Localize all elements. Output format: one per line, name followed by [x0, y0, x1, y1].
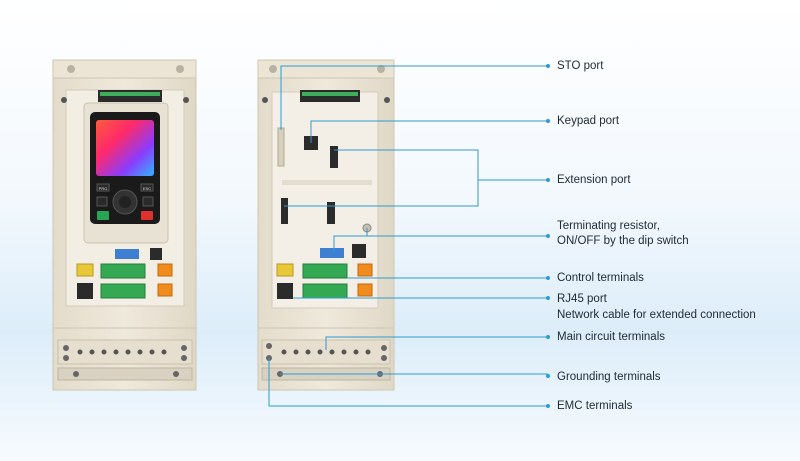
- sto-port: [277, 127, 285, 167]
- orange-terminal: [157, 263, 173, 277]
- screw-icon: [63, 355, 69, 361]
- screw-icon: [63, 345, 69, 351]
- screw-icon: [384, 97, 390, 103]
- callout-dot-ground: [546, 374, 550, 378]
- callout-label-rj45-line2: Network cable for extended connection: [557, 309, 756, 321]
- keypad-prg-button: [96, 183, 110, 192]
- screw-icon: [262, 97, 268, 103]
- keypad-screen: [96, 120, 154, 176]
- keypad-dial-center-icon: [119, 196, 131, 208]
- callout-dot-rj45: [546, 296, 550, 300]
- keypad-right-button: [142, 196, 154, 207]
- callout-dot-keypad: [546, 119, 550, 123]
- callout-label-extension: Extension port: [557, 174, 631, 186]
- callout-line-emc: [268, 358, 548, 407]
- dip-switch: [320, 248, 344, 258]
- callout-label-main: Main circuit terminals: [557, 331, 665, 343]
- screw-icon: [381, 355, 387, 361]
- resistor-block: [352, 244, 366, 258]
- screw-icon: [61, 97, 67, 103]
- emc-screw-icon: [266, 343, 272, 349]
- callout-label-ground: Grounding terminals: [557, 371, 661, 383]
- screw-icon: [183, 97, 189, 103]
- resistor-block: [150, 248, 162, 260]
- ground-screw-icon: [73, 371, 79, 377]
- control-terminal-block: [100, 263, 146, 279]
- extension-port-left: [281, 198, 288, 224]
- callout-label-keypad: Keypad port: [557, 115, 620, 127]
- mount-hole-icon: [269, 65, 277, 73]
- orange-terminal: [157, 283, 173, 297]
- callout-lines: [268, 64, 550, 408]
- callout-label-resistor: Terminating resistor,: [557, 220, 660, 232]
- callout-line-keypad: [310, 120, 548, 143]
- board-connector-pins: [100, 92, 160, 96]
- board-connector-pins: [302, 92, 358, 96]
- callout-dot-extension: [546, 178, 550, 182]
- callout-line-sto: [280, 65, 548, 130]
- callout-line-extension-bottom: [284, 180, 479, 207]
- screw-icon: [181, 355, 187, 361]
- callout-line-extension-top: [334, 149, 479, 180]
- callout-label-rj45: RJ45 port: [557, 293, 607, 305]
- rj45-port: [77, 283, 93, 299]
- rj45-port: [277, 283, 293, 299]
- mount-hole-icon: [176, 65, 184, 73]
- callout-dot-sto: [546, 64, 550, 68]
- callout-label-emc: EMC terminals: [557, 400, 633, 412]
- keypad-esc-button: [140, 183, 154, 192]
- control-terminal-block: [302, 263, 348, 279]
- callout-label-control: Control terminals: [557, 272, 644, 284]
- control-terminal-block: [302, 283, 348, 299]
- mount-hole-icon: [67, 65, 75, 73]
- callout-dot-resistor: [546, 234, 550, 238]
- screw-icon: [381, 345, 387, 351]
- keypad-esc-label: ESC: [143, 186, 151, 191]
- top-flange: [257, 59, 395, 79]
- orange-terminal: [357, 283, 373, 297]
- grounding-bar: [57, 367, 193, 381]
- drive-front-with-keypad: PRG ESC: [52, 59, 197, 391]
- callout-label-resistor-line2: ON/OFF by the dip switch: [557, 235, 689, 247]
- keypad-prg-label: PRG: [99, 186, 108, 191]
- mount-hole-icon: [377, 65, 385, 73]
- keypad-stop-button: [141, 211, 153, 220]
- callout-dot-control: [546, 276, 550, 280]
- callout-dot-emc: [546, 404, 550, 408]
- main-terminal-screws: [77, 349, 167, 355]
- main-terminal-screws: [281, 349, 371, 355]
- callout-line-resistor: [333, 235, 548, 253]
- screw-icon: [181, 345, 187, 351]
- yellow-terminal: [76, 263, 94, 277]
- ground-screw-icon: [173, 371, 179, 377]
- keypad-run-button: [97, 211, 109, 220]
- callout-dot-main: [546, 335, 550, 339]
- dip-switch: [115, 249, 139, 259]
- orange-terminal: [357, 263, 373, 277]
- board-slot: [282, 180, 372, 185]
- control-terminal-block: [100, 283, 146, 299]
- keypad-left-button: [96, 196, 108, 207]
- extension-port-right: [327, 202, 335, 224]
- callout-line-main: [325, 336, 548, 350]
- callout-label-sto: STO port: [557, 60, 604, 72]
- yellow-terminal: [276, 263, 294, 277]
- top-flange: [52, 59, 197, 79]
- extension-port-upper: [330, 146, 338, 168]
